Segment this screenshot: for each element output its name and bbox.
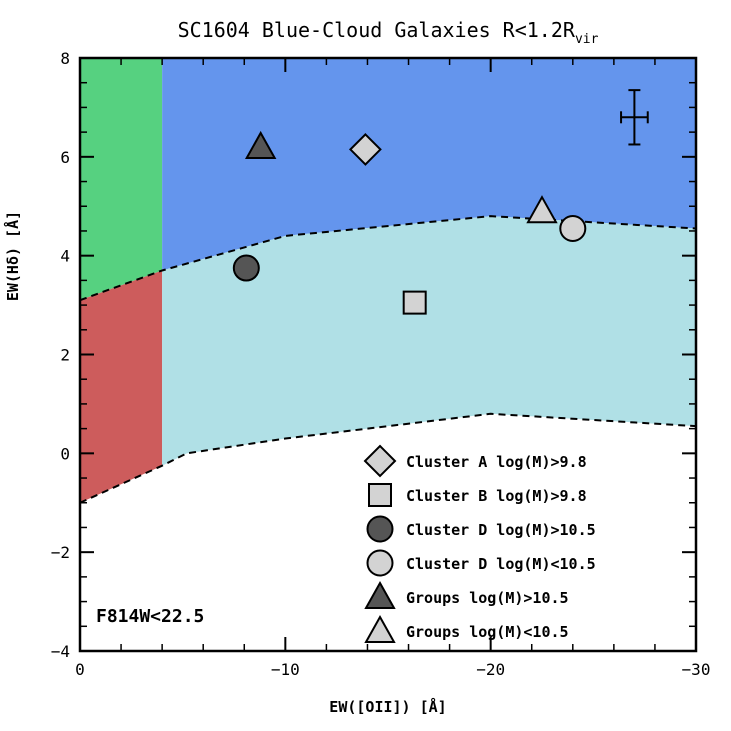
- chart-title: SC1604 Blue-Cloud Galaxies R<1.2Rvir: [178, 18, 599, 47]
- legend-label-5: Groups log(M)<10.5: [406, 623, 569, 641]
- legend-marker-3: [366, 549, 394, 577]
- chart-title-subscript: vir: [575, 32, 599, 47]
- y-tick-label: 2: [60, 346, 70, 365]
- data-point-2-0: [232, 254, 260, 282]
- legend-marker-2: [366, 515, 394, 543]
- legend-marker-1: [368, 483, 392, 507]
- x-tick-label: −20: [476, 660, 505, 679]
- error-bar: [620, 89, 649, 146]
- region-green: [80, 58, 163, 301]
- y-tick-label: 8: [60, 49, 70, 68]
- lower-boundary-line: [79, 412, 697, 504]
- chart-points: [232, 130, 587, 315]
- legend-label-4: Groups log(M)>10.5: [406, 589, 569, 607]
- legend-label-3: Cluster D log(M)<10.5: [406, 555, 596, 573]
- legend-marker-0: [363, 444, 397, 478]
- legend-label-0: Cluster A log(M)>9.8: [406, 453, 587, 471]
- x-axis-label: EW([OII]) [Å]: [329, 697, 446, 716]
- legend-marker-4: [364, 580, 396, 609]
- legend-marker-5: [364, 614, 396, 643]
- legend-label-1: Cluster B log(M)>9.8: [406, 487, 587, 505]
- y-tick-label: 0: [60, 444, 70, 463]
- x-tick-label: 0: [75, 660, 85, 679]
- magnitude-cut-note: F814W<22.5: [96, 606, 204, 627]
- region-red: [80, 270, 163, 503]
- x-tick-label: −10: [271, 660, 300, 679]
- data-point-5-0: [526, 195, 558, 224]
- y-axis-label: EW(Hδ) [Å]: [3, 211, 22, 301]
- data-point-3-0: [559, 214, 587, 242]
- legend-label-2: Cluster D log(M)>10.5: [406, 521, 596, 539]
- region-cyan: [162, 216, 697, 466]
- y-tick-label: 6: [60, 148, 70, 167]
- y-tick-label: 4: [60, 247, 70, 266]
- region-blue: [162, 58, 697, 271]
- x-tick-label: −30: [682, 660, 711, 679]
- y-tick-label: −4: [51, 642, 70, 661]
- data-point-1-0: [402, 290, 427, 315]
- data-point-4-0: [244, 130, 277, 159]
- chart-boundaries: [79, 215, 697, 504]
- y-tick-label: −2: [51, 543, 70, 562]
- data-point-0-0: [348, 133, 382, 166]
- chart-regions: [80, 58, 697, 503]
